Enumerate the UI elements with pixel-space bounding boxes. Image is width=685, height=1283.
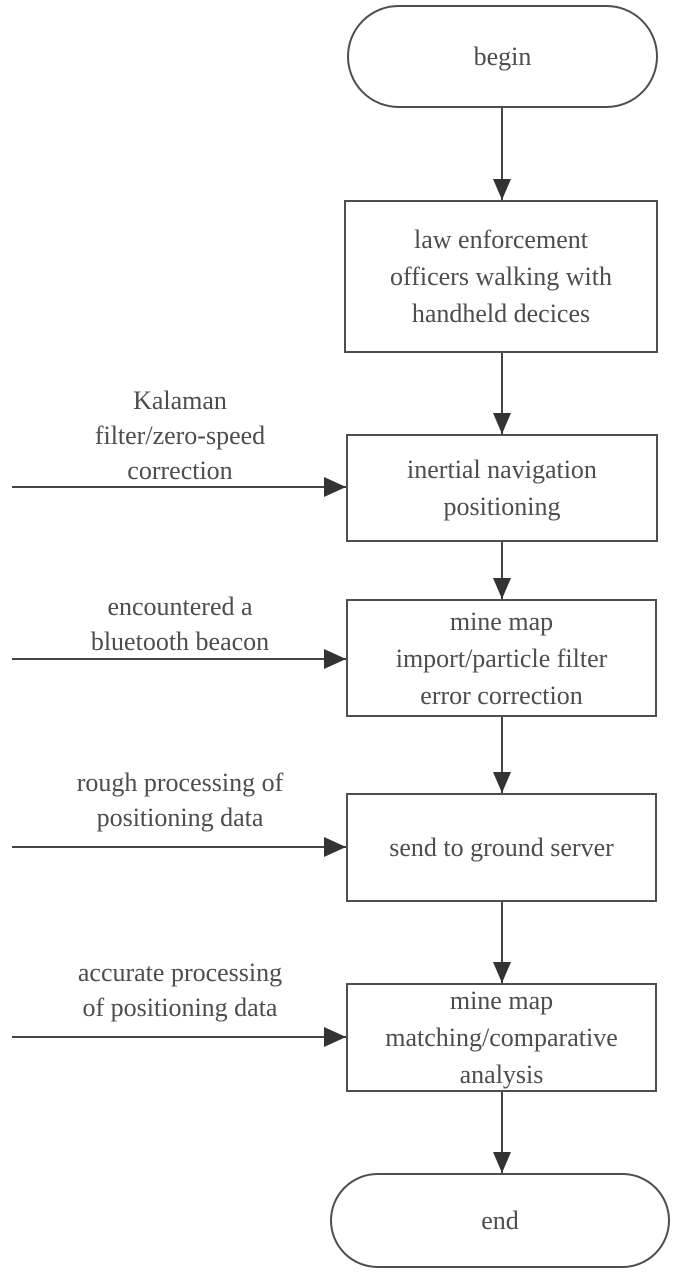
node-send-to-ground-server: send to ground server: [346, 793, 657, 902]
annotation-rough-processing: rough processing of positioning data: [76, 768, 284, 832]
node-law-enforcement-walking: law enforcement officers walking with ha…: [344, 200, 658, 353]
arrow-send-to-matching: [501, 902, 503, 983]
arrow-rough-processing-input: [12, 846, 346, 848]
node-mine-map-import-particle-filter: mine map import/particle filter error co…: [346, 599, 657, 717]
arrow-kalman-filter-input: [12, 486, 346, 488]
annotation-bluetooth-beacon: encountered a bluetooth beacon: [90, 592, 270, 656]
arrow-import-to-send-server: [501, 717, 503, 793]
arrow-matching-to-end: [501, 1092, 503, 1173]
arrow-inertial-to-mine-map-import: [501, 542, 503, 599]
arrow-walking-to-inertial: [501, 353, 503, 434]
annotation-accurate-processing: accurate processing of positioning data: [77, 958, 283, 1022]
arrow-bluetooth-beacon-input: [12, 658, 346, 660]
annotation-kalman-filter-zero-speed: Kalaman filter/zero-speed correction: [94, 386, 266, 485]
node-mine-map-matching-analysis: mine map matching/comparative analysis: [346, 983, 657, 1092]
arrow-accurate-processing-input: [12, 1036, 346, 1038]
node-begin: begin: [347, 5, 658, 108]
node-inertial-navigation-positioning: inertial navigation positioning: [346, 434, 658, 542]
node-end: end: [330, 1173, 670, 1268]
arrow-begin-to-walking: [501, 108, 503, 200]
